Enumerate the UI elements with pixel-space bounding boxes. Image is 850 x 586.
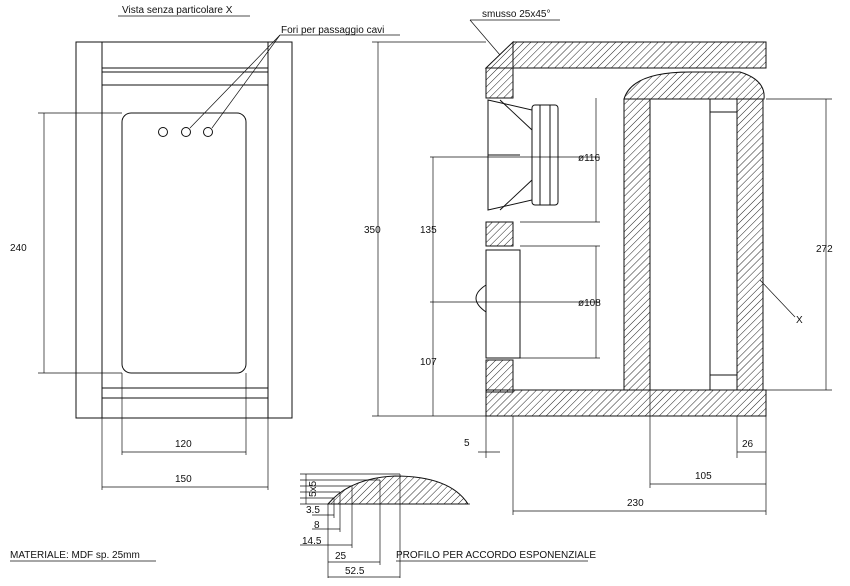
dim-272: 272 — [816, 244, 833, 255]
dim-150: 150 — [175, 474, 192, 485]
tweeter-diameter-label: ø108 — [578, 298, 601, 309]
profile-dim-3-5: 3.5 — [306, 505, 320, 516]
profile-dim-25: 25 — [335, 551, 347, 562]
dim-350: 350 — [364, 225, 381, 236]
profile-dim-14-5: 14.5 — [302, 536, 322, 547]
chamfer-note: smusso 25x45° — [482, 9, 550, 20]
cable-holes-note: Fori per passaggio cavi — [281, 25, 384, 36]
front-baffle-upper — [485, 67, 514, 99]
cable-hole — [203, 127, 213, 137]
profile-shape — [326, 475, 469, 505]
horn-arch — [623, 71, 765, 100]
profile-dim-52-5: 52.5 — [345, 566, 365, 577]
dim-26: 26 — [742, 439, 754, 450]
rear-inner-wall — [736, 98, 764, 391]
profile-dim-8: 8 — [314, 520, 320, 531]
cable-hole — [158, 127, 168, 137]
exponential-profile: 5x5 3.5 8 14.5 25 52.5 PROFILO PER ACCOR… — [300, 473, 596, 578]
profile-title: PROFILO PER ACCORDO ESPONENZIALE — [396, 550, 596, 561]
section-view: smusso 25x45° — [364, 9, 833, 515]
dim-230: 230 — [627, 498, 644, 509]
front-baffle-lower — [485, 359, 514, 393]
front-panel-opening — [121, 112, 247, 374]
front-view: Vista senza particolare X Fori per passa… — [10, 5, 400, 490]
woofer-driver — [487, 99, 559, 211]
horn-divider — [623, 98, 651, 391]
dim-135: 135 — [420, 225, 437, 236]
chamfer — [484, 40, 514, 69]
woofer-diameter-label: ø116 — [578, 153, 600, 164]
tweeter-driver — [475, 249, 521, 359]
dim-120: 120 — [175, 439, 192, 450]
bottom-wall — [485, 389, 767, 417]
cable-hole — [181, 127, 191, 137]
front-baffle-middle — [485, 221, 514, 247]
top-wall — [512, 41, 767, 69]
detail-marker: X — [796, 315, 803, 326]
front-view-title: Vista senza particolare X — [122, 5, 233, 16]
material-note: MATERIALE: MDF sp. 25mm — [10, 550, 140, 561]
dim-5: 5 — [464, 438, 470, 449]
dim-105: 105 — [695, 471, 712, 482]
dim-240: 240 — [10, 243, 27, 254]
dim-107: 107 — [420, 357, 437, 368]
profile-dim-5x5: 5x5 — [308, 480, 319, 497]
